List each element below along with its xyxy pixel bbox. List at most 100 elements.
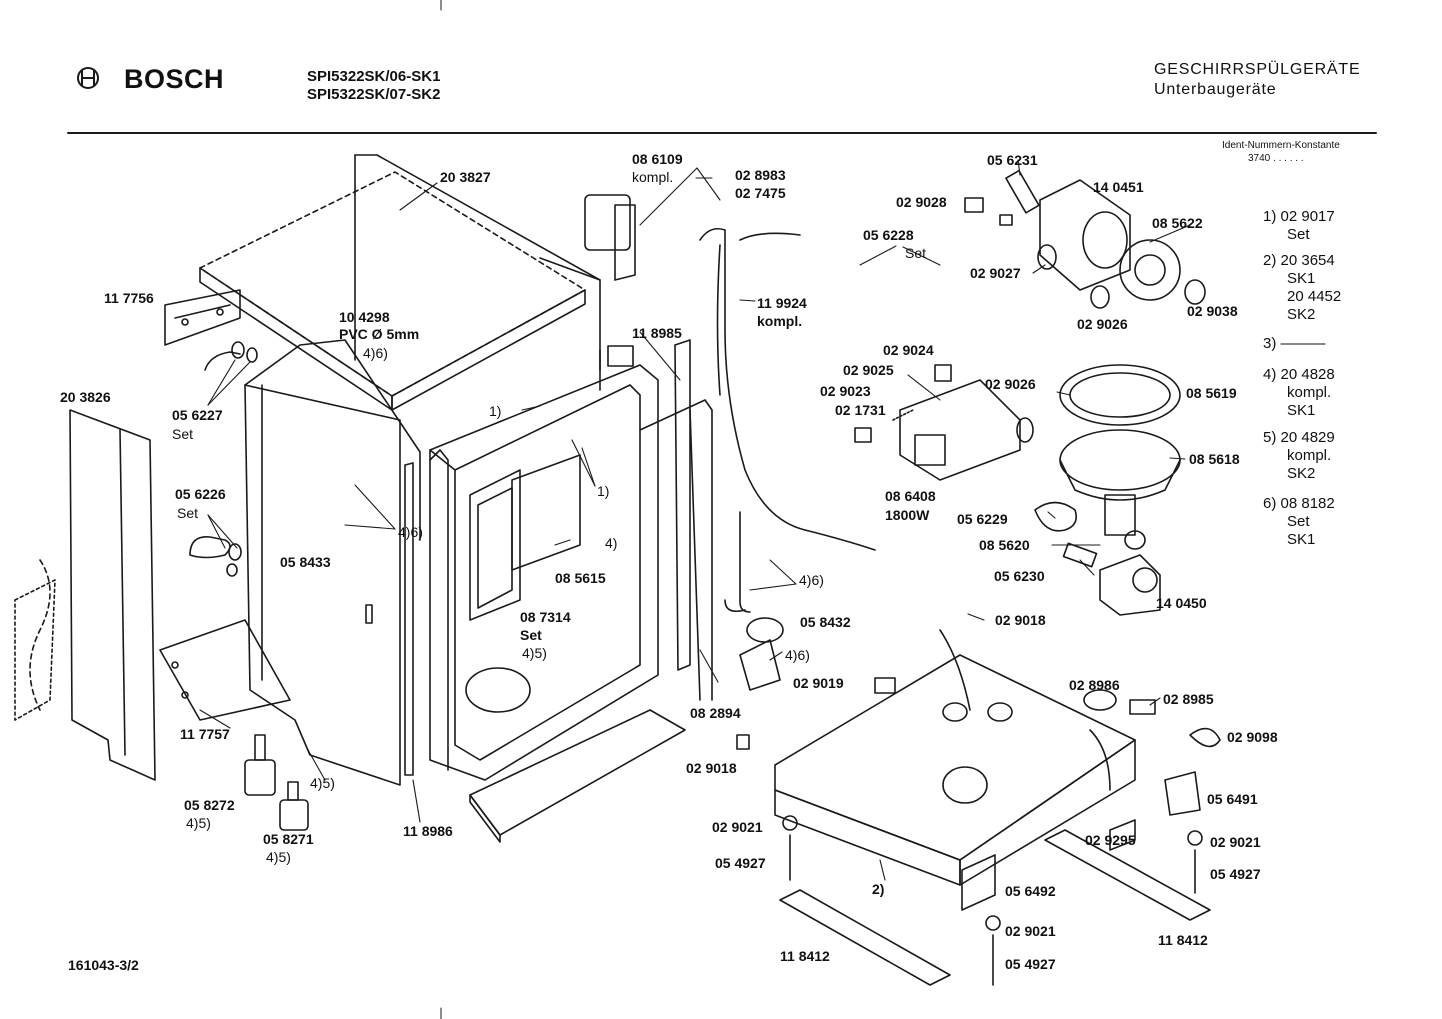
part-label: 05 8432 bbox=[800, 614, 851, 630]
model-numbers: SPI5322SK/06-SK1 SPI5322SK/07-SK2 bbox=[307, 68, 440, 104]
brand-name: BOSCH bbox=[124, 64, 225, 94]
ident-constant: Ident-Nummern-Konstante 3740 . . . . . . bbox=[1222, 139, 1340, 165]
part-label: 20 3826 bbox=[60, 389, 111, 405]
document-number: 161043-3/2 bbox=[68, 957, 139, 973]
part-label: 08 5620 bbox=[979, 537, 1030, 553]
part-label: 08 6408 bbox=[885, 488, 936, 504]
part-label: 08 5622 bbox=[1152, 215, 1203, 231]
part-label: 02 9021 bbox=[1005, 923, 1056, 939]
part-label: 05 6226 bbox=[175, 486, 226, 502]
small-components bbox=[736, 689, 1221, 851]
part-label: kompl. bbox=[757, 313, 803, 329]
part-label: 11 8986 bbox=[403, 823, 453, 839]
part-label: 05 4927 bbox=[715, 855, 766, 871]
part-label: 02 9295 bbox=[1085, 832, 1136, 848]
part-label: 4)5) bbox=[310, 775, 335, 791]
part-label: 05 6227 bbox=[172, 407, 223, 423]
part-label: 08 5619 bbox=[1186, 385, 1237, 401]
part-label: 08 2894 bbox=[690, 705, 741, 721]
part-label: 02 9021 bbox=[1210, 834, 1261, 850]
part-label: 08 7314 bbox=[520, 609, 571, 625]
worktop-panel bbox=[199, 171, 586, 411]
hose-fittings bbox=[189, 341, 258, 577]
part-label: 05 4927 bbox=[1210, 866, 1261, 882]
part-label: 20 3827 bbox=[440, 169, 491, 185]
part-label: 05 8433 bbox=[280, 554, 331, 570]
drain-pump bbox=[1062, 542, 1161, 616]
part-label: 05 6229 bbox=[957, 511, 1008, 527]
base-plate-11-7757 bbox=[159, 619, 291, 721]
part-label: 02 9025 bbox=[843, 362, 894, 378]
part-label: 02 8983 bbox=[735, 167, 786, 183]
product-category: GESCHIRRSPÜLGERÄTE Unterbaugeräte bbox=[1154, 60, 1360, 100]
part-label: 02 8985 bbox=[1163, 691, 1214, 707]
legend-item: 6) 08 8182 Set SK1 bbox=[1263, 495, 1335, 548]
part-label: 11 8412 bbox=[1158, 932, 1208, 948]
bosch-armature-icon bbox=[77, 67, 99, 89]
part-label: 02 9038 bbox=[1187, 303, 1238, 319]
door-seals bbox=[404, 339, 713, 776]
part-label: 4)6) bbox=[363, 345, 388, 361]
inlet-valves bbox=[244, 734, 309, 831]
tub-assembly bbox=[429, 345, 659, 781]
part-label: 4)5) bbox=[266, 849, 291, 865]
rear-frame bbox=[354, 154, 601, 391]
model-number: SPI5322SK/07-SK2 bbox=[307, 86, 441, 103]
plinth-strip bbox=[469, 709, 686, 843]
part-label: 02 9098 bbox=[1227, 729, 1278, 745]
model-number: SPI5322SK/06-SK1 bbox=[307, 68, 441, 85]
part-label: 1) bbox=[489, 403, 502, 419]
part-label: 05 6228 bbox=[863, 227, 914, 243]
part-label: 1800W bbox=[885, 507, 930, 523]
part-label: 10 4298 bbox=[339, 309, 390, 325]
part-label: 08 6109 bbox=[632, 151, 683, 167]
part-label: kompl. bbox=[632, 169, 674, 185]
category-subtitle: Unterbaugeräte bbox=[1154, 81, 1277, 98]
part-label: 05 6491 bbox=[1207, 791, 1258, 807]
part-label: 4)6) bbox=[398, 524, 423, 540]
legend-item: 2) 20 3654 SK1 20 4452 SK2 bbox=[1263, 252, 1342, 323]
legend-item: 4) 20 4828 kompl. SK1 bbox=[1263, 366, 1335, 419]
part-label: 4)6) bbox=[785, 647, 810, 663]
ident-value: 3740 . . . . . . bbox=[1248, 153, 1304, 164]
part-label: 05 4927 bbox=[1005, 956, 1056, 972]
legend-item: 5) 20 4829 kompl. SK2 bbox=[1263, 429, 1335, 482]
part-label: 08 5618 bbox=[1189, 451, 1240, 467]
part-label: 02 9019 bbox=[793, 675, 844, 691]
part-label: 02 9026 bbox=[1077, 316, 1128, 332]
drain-hose bbox=[699, 227, 876, 551]
part-label: 4)6) bbox=[799, 572, 824, 588]
legend-item: 3) ——— bbox=[1263, 335, 1326, 352]
cabinet-side-panel bbox=[244, 339, 421, 786]
part-label: 11 8412 bbox=[780, 948, 830, 964]
part-label: 4) bbox=[605, 535, 618, 551]
control-box bbox=[584, 194, 636, 281]
part-label: 02 9024 bbox=[883, 342, 934, 358]
part-label: 02 9026 bbox=[985, 376, 1036, 392]
part-label: Set bbox=[905, 245, 927, 261]
part-label: 02 9023 bbox=[820, 383, 871, 399]
circulation-pump bbox=[964, 169, 1206, 309]
part-label: 4)5) bbox=[522, 645, 547, 661]
part-label: 02 9018 bbox=[686, 760, 737, 776]
part-label: 02 9027 bbox=[970, 265, 1021, 281]
part-label: 02 9021 bbox=[712, 819, 763, 835]
part-label: 05 8272 bbox=[184, 797, 235, 813]
sump-filter bbox=[1034, 364, 1181, 550]
part-label: 02 1731 bbox=[835, 402, 886, 418]
part-label: 02 7475 bbox=[735, 185, 786, 201]
part-label: Set bbox=[172, 426, 194, 442]
part-label: 11 9924 bbox=[757, 295, 807, 311]
part-label: 05 6231 bbox=[987, 152, 1038, 168]
feet-and-screws bbox=[779, 815, 1211, 986]
pressure-switch bbox=[724, 511, 784, 691]
base-frame bbox=[774, 629, 1136, 886]
part-label: 02 9028 bbox=[896, 194, 947, 210]
part-label: 1) bbox=[597, 483, 610, 499]
part-label: 05 6230 bbox=[994, 568, 1045, 584]
heater-element bbox=[854, 364, 1034, 481]
part-label: 14 0450 bbox=[1156, 595, 1207, 611]
part-label: Set bbox=[520, 627, 542, 643]
category-title: GESCHIRRSPÜLGERÄTE bbox=[1154, 61, 1361, 78]
